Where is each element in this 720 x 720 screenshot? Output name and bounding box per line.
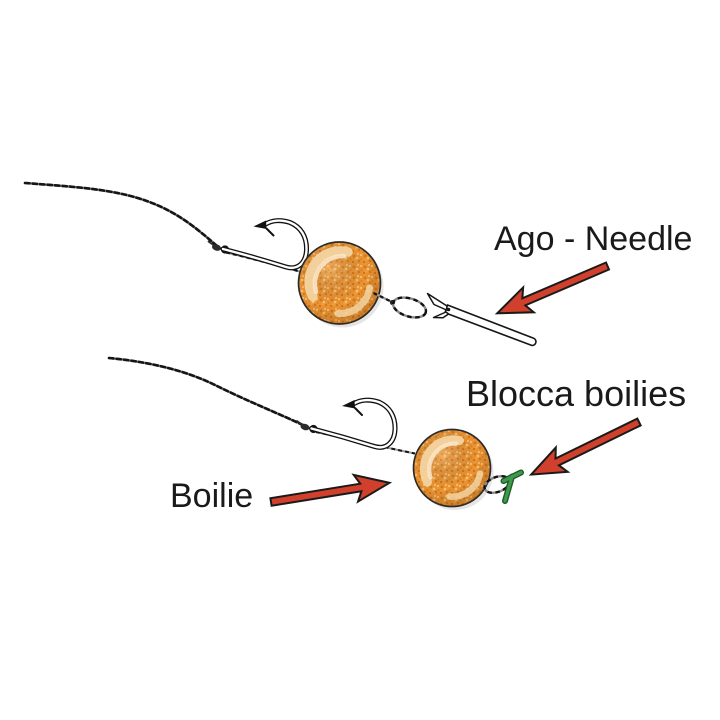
boilie-arrow xyxy=(267,468,393,517)
main-line-base xyxy=(23,181,219,248)
boilie-lower-highlight xyxy=(334,284,373,318)
boilie-highlight-bright xyxy=(427,441,459,480)
hook-icon xyxy=(223,221,307,268)
boilie-bottom xyxy=(412,428,494,510)
needle-shaft xyxy=(444,304,537,347)
boilie-lower-highlight xyxy=(446,470,484,500)
baiting-needle xyxy=(426,292,537,347)
needle-label: Ago - Needle xyxy=(494,220,692,258)
hook-icon xyxy=(312,400,396,447)
needle-latch-upper xyxy=(426,292,448,311)
stop-arrow xyxy=(524,408,646,488)
main-line-base xyxy=(107,356,308,428)
annotations: Ago - Needle Blocca boilies Boilie xyxy=(170,220,692,517)
bottom-rig xyxy=(107,356,524,510)
needle-arrow xyxy=(490,252,614,327)
main-line-braid xyxy=(107,356,308,428)
boilie-highlight-crescent xyxy=(419,435,464,487)
boilie-highlight-crescent xyxy=(304,246,353,302)
boilie-stop-stem xyxy=(503,474,514,503)
needle-latch-pivot xyxy=(446,307,451,312)
top-rig xyxy=(23,181,537,347)
boilie-top xyxy=(297,241,384,328)
boilie-label: Boilie xyxy=(170,477,253,515)
stop-label: Blocca boilies xyxy=(466,373,686,414)
boilie-highlight-bright xyxy=(312,253,347,295)
boilie-stop xyxy=(500,469,524,504)
needle-latch-lower xyxy=(432,311,450,319)
